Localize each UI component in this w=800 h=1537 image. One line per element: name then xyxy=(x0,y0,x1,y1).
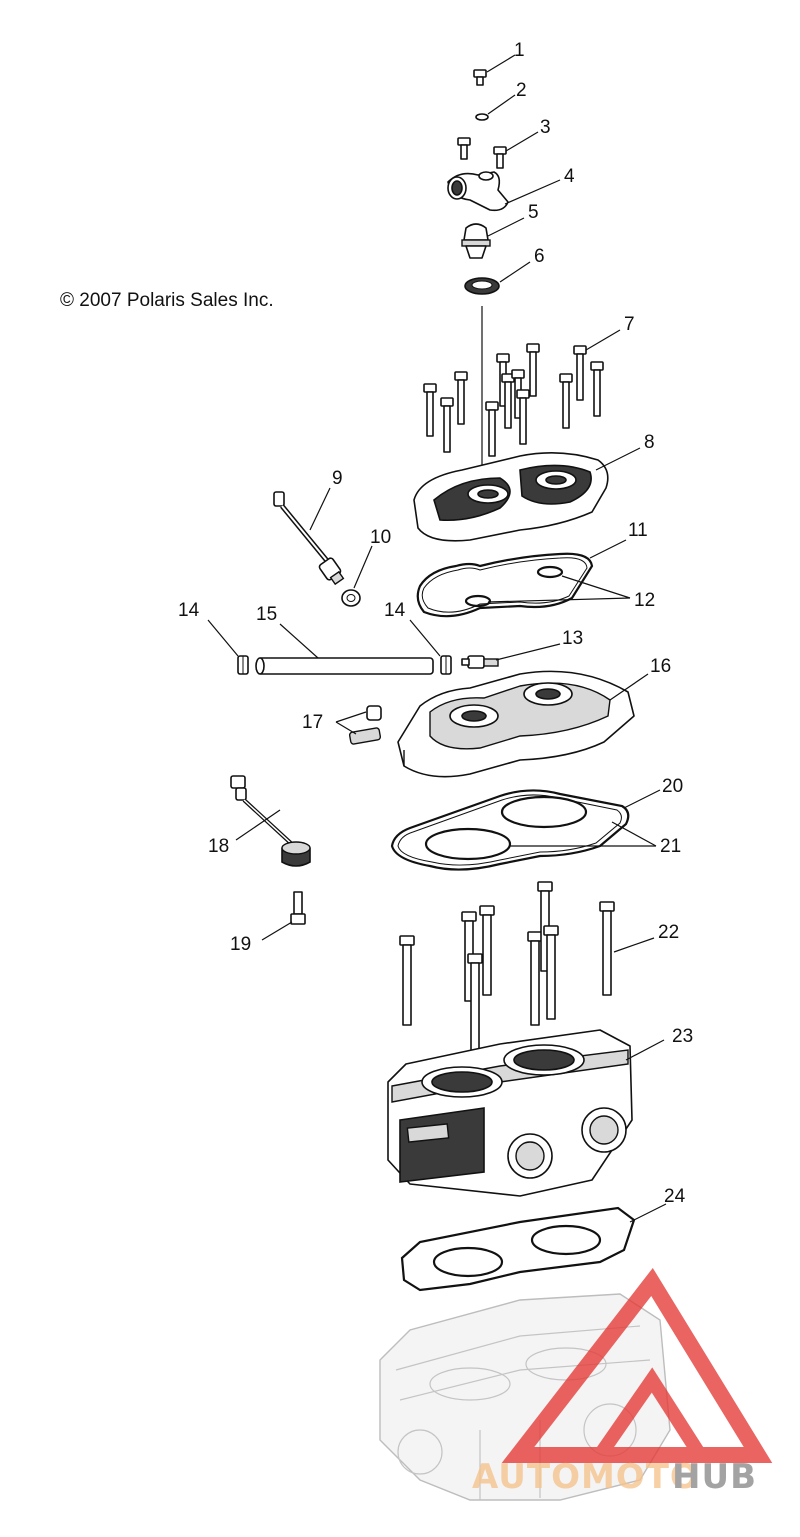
callout-16: 16 xyxy=(650,656,671,677)
part-16-cylinder-head xyxy=(397,670,635,778)
callout-21: 21 xyxy=(660,836,681,857)
part-4-thermostat-housing xyxy=(447,171,509,212)
part-22-cylinder-bolts xyxy=(399,881,615,1052)
part-5-thermostat xyxy=(461,223,491,259)
part-7-head-bolts xyxy=(423,343,604,457)
callout-6: 6 xyxy=(534,246,545,267)
callout-15: 15 xyxy=(256,604,277,625)
watermark-text-b: HUB xyxy=(672,1457,757,1497)
copyright-notice: © 2007 Polaris Sales Inc. xyxy=(60,290,274,311)
callout-24: 24 xyxy=(664,1186,686,1207)
leader-lines xyxy=(207,54,667,1223)
callout-17: 17 xyxy=(302,712,323,733)
callout-labels: 1 2 3 4 5 6 7 8 9 10 11 12 13 14 14 15 1… xyxy=(178,40,693,1207)
callout-20: 20 xyxy=(662,776,683,797)
callout-1: 1 xyxy=(514,40,525,61)
part-9-sensor xyxy=(273,491,345,586)
part-21-o-rings xyxy=(424,795,588,861)
callout-10: 10 xyxy=(370,527,391,548)
part-3-bolts xyxy=(457,137,507,169)
part-6-seal xyxy=(464,277,500,295)
callout-2: 2 xyxy=(516,80,527,101)
callout-7: 7 xyxy=(624,314,635,335)
callout-13: 13 xyxy=(562,628,583,649)
callout-18: 18 xyxy=(208,836,229,857)
callout-4: 4 xyxy=(564,166,575,187)
part-20-head-gasket xyxy=(390,789,630,871)
callout-23: 23 xyxy=(672,1026,693,1047)
part-14-clamps xyxy=(237,655,452,675)
part-17-plugs xyxy=(348,705,382,745)
callout-8: 8 xyxy=(644,432,655,453)
callout-22: 22 xyxy=(658,922,679,943)
callout-5: 5 xyxy=(528,202,539,223)
part-18-sensor xyxy=(230,775,311,867)
callout-3: 3 xyxy=(540,117,551,138)
callout-19: 19 xyxy=(230,934,251,955)
callout-12: 12 xyxy=(634,590,655,611)
part-2-washer xyxy=(475,113,489,121)
part-13-fitting xyxy=(461,655,499,669)
part-12-o-rings xyxy=(464,565,564,608)
callout-14-left: 14 xyxy=(178,600,200,621)
part-1-bolt xyxy=(473,69,487,86)
watermark-logo: AUTOMOTO HUB xyxy=(472,1267,773,1497)
callout-9: 9 xyxy=(332,468,343,489)
callout-14-right: 14 xyxy=(384,600,406,621)
part-10-washer xyxy=(341,589,361,607)
part-15-hose xyxy=(255,657,434,675)
part-24-base-gasket xyxy=(400,1206,636,1292)
part-23-cylinder-block xyxy=(387,1029,633,1197)
part-19-bolt xyxy=(290,891,306,925)
watermark-text-a: AUTOMOTO xyxy=(472,1457,700,1497)
part-8-cylinder-head-cover xyxy=(413,452,609,542)
part-11-gasket xyxy=(416,552,594,618)
callout-11: 11 xyxy=(628,520,648,541)
